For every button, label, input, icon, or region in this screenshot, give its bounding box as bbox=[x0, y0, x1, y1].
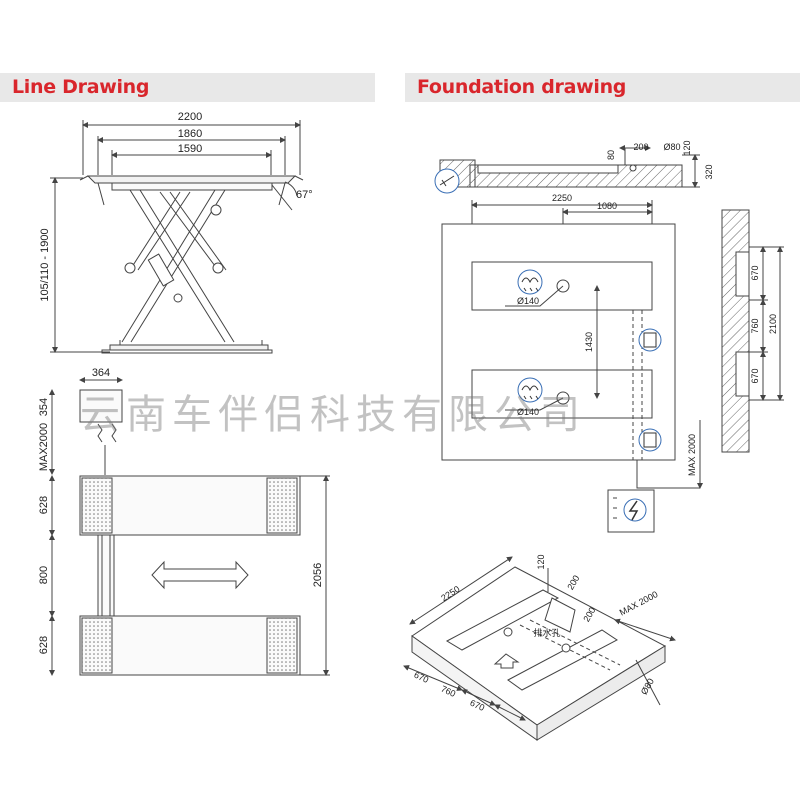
dia-80-sec: Ø80 bbox=[663, 142, 680, 152]
dim-120-sec: 120 bbox=[682, 140, 692, 155]
iso-max-2000: MAX 2000 bbox=[618, 589, 660, 618]
dim-354: 354 bbox=[38, 398, 50, 416]
line-drawing-title: Line Drawing bbox=[12, 76, 150, 98]
dim-2200: 2200 bbox=[178, 111, 202, 123]
iso-dim-670-a: 670 bbox=[412, 670, 430, 685]
drain-hole-label: 排水孔 bbox=[533, 627, 560, 638]
lift-side-view bbox=[50, 120, 304, 354]
dim-670-top: 670 bbox=[750, 265, 760, 280]
dim-1080: 1080 bbox=[597, 201, 617, 211]
dim-2100: 2100 bbox=[768, 314, 778, 334]
foundation-isometric bbox=[403, 556, 676, 741]
foundation-drawing-header: Foundation drawing bbox=[405, 73, 800, 102]
foundation-side-labels: 670 760 670 2100 bbox=[750, 265, 778, 383]
dia-140-bottom: Ø140 bbox=[517, 407, 539, 417]
iso-dim-200a: 200 bbox=[565, 573, 581, 591]
iso-dim-120: 120 bbox=[536, 554, 546, 569]
dim-670-bottom: 670 bbox=[750, 368, 760, 383]
top-view-labels: 364 354 MAX2000 628 800 628 2056 bbox=[38, 367, 324, 654]
foundation-drawing-title: Foundation drawing bbox=[417, 76, 627, 98]
dim-320-sec: 320 bbox=[704, 164, 714, 179]
lift-top-view bbox=[49, 377, 330, 676]
foundation-side-section bbox=[721, 209, 784, 453]
height-range: 105/110 - 1900 bbox=[39, 228, 51, 301]
foundation-plan-labels: 2250 1080 Ø140 Ø140 1430 MAX 2000 bbox=[517, 193, 697, 476]
dim-1860: 1860 bbox=[178, 128, 202, 140]
dia-140-top: Ø140 bbox=[517, 296, 539, 306]
dim-1430: 1430 bbox=[584, 332, 594, 352]
dim-2056: 2056 bbox=[312, 563, 324, 587]
max-2000-plan: MAX 2000 bbox=[687, 434, 697, 476]
dim-800: 800 bbox=[38, 566, 50, 584]
dim-1590: 1590 bbox=[178, 143, 202, 155]
line-drawing-header: Line Drawing bbox=[0, 73, 375, 102]
foundation-section-labels: 200 Ø80 80 120 320 bbox=[606, 140, 714, 179]
dim-628-top: 628 bbox=[38, 496, 50, 514]
iso-dim-2250: 2250 bbox=[439, 584, 461, 603]
dim-628-bottom: 628 bbox=[38, 636, 50, 654]
dim-200-sec: 200 bbox=[633, 142, 648, 152]
dim-2250: 2250 bbox=[552, 193, 572, 203]
dim-364: 364 bbox=[92, 367, 110, 379]
dim-760: 760 bbox=[750, 318, 760, 333]
foundation-plan bbox=[441, 200, 703, 533]
iso-dim-760: 760 bbox=[439, 684, 457, 699]
max-2000: MAX2000 bbox=[38, 423, 50, 471]
side-view-labels: 2200 1860 1590 67° 105/110 - 1900 bbox=[39, 111, 313, 302]
watermark: 云南车伴侣科技有限公司 bbox=[80, 392, 586, 438]
angle-67: 67° bbox=[296, 189, 313, 201]
dim-80-sec: 80 bbox=[606, 150, 616, 160]
foundation-section bbox=[434, 145, 700, 194]
